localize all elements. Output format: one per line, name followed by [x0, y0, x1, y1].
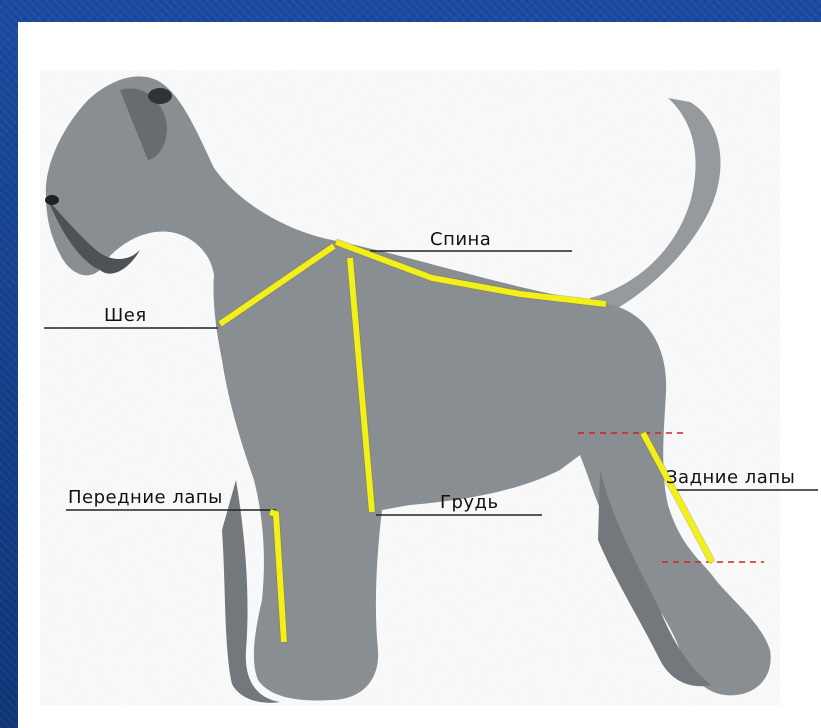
dog-eye	[148, 88, 172, 104]
label-hind-legs: Задние лапы	[666, 467, 795, 488]
label-chest: Грудь	[440, 492, 499, 513]
label-front-legs: Передние лапы	[68, 487, 223, 508]
pencil-texture	[40, 70, 780, 705]
dog-silhouette	[40, 70, 780, 705]
dog-nose	[45, 195, 59, 205]
label-back: Спина	[430, 229, 491, 250]
label-neck: Шея	[104, 305, 147, 326]
